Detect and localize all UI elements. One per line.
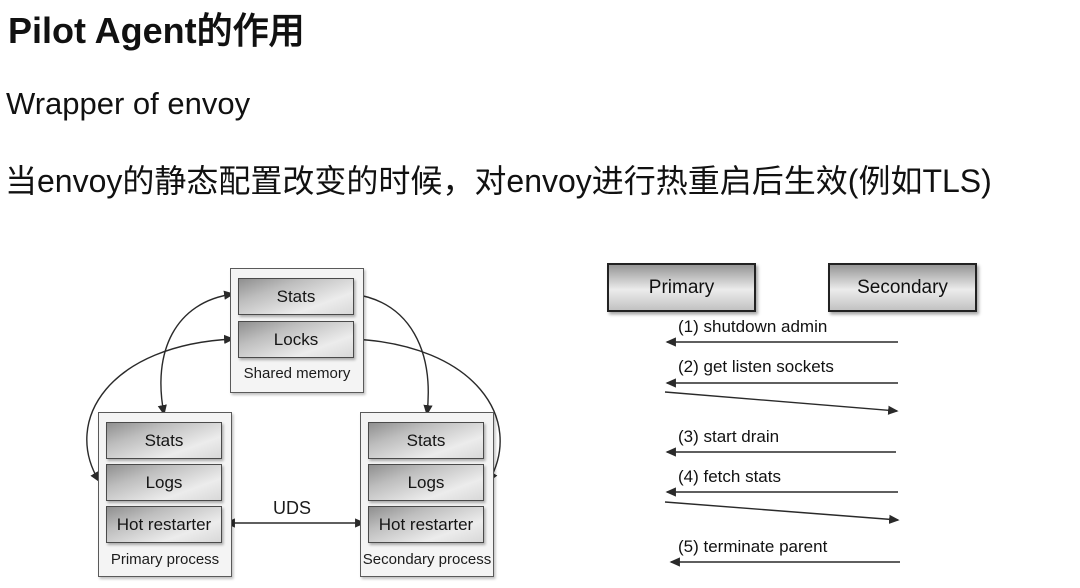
primary-stats-box: Stats xyxy=(106,422,222,459)
uds-label: UDS xyxy=(272,498,311,518)
shared-memory-group-label: Shared memory xyxy=(243,365,351,382)
seq-actor-primary-label: Primary xyxy=(648,276,715,298)
primary-logs-label: Logs xyxy=(145,472,183,492)
seq-msg-5-label: (5) terminate parent xyxy=(678,537,828,556)
primary-stats-label: Stats xyxy=(144,430,184,450)
link-secondary-stats-to-shared-stats xyxy=(351,290,433,416)
slide-title: Pilot Agent的作用 xyxy=(8,10,305,51)
seq-actor-secondary-label: Secondary xyxy=(857,276,948,298)
seq-actor-primary: Primary xyxy=(607,263,756,312)
secondary-hot-restarter-box: Hot restarter xyxy=(368,506,484,543)
secondary-logs-label: Logs xyxy=(407,472,445,492)
primary-logs-box: Logs xyxy=(106,464,222,501)
secondary-stats-label: Stats xyxy=(406,430,446,450)
shared-memory-locks-box: Locks xyxy=(238,321,354,358)
body-line-hot-restart-zh: 当envoy的静态配置改变的时候，对envoy进行热重启后生效(例如TLS) xyxy=(5,163,992,199)
secondary-stats-box: Stats xyxy=(368,422,484,459)
seq-actor-secondary: Secondary xyxy=(828,263,977,312)
body-line-wrapper-of-envoy: Wrapper of envoy xyxy=(6,86,251,121)
seq-msg-1-label: (1) shutdown admin xyxy=(678,317,828,336)
shared-memory-stats-box: Stats xyxy=(238,278,354,315)
seq-arrow-2-reply xyxy=(664,391,899,415)
link-primary-stats-to-shared-stats xyxy=(157,290,235,416)
shared-memory-group: Stats Locks Shared memory xyxy=(230,268,364,393)
seq-msg-4-label: (4) fetch stats xyxy=(678,467,781,486)
seq-arrow-4-reply xyxy=(664,501,900,524)
secondary-process-group: Stats Logs Hot restarter Secondary proce… xyxy=(360,412,494,577)
primary-process-group: Stats Logs Hot restarter Primary process xyxy=(98,412,232,577)
secondary-hot-restarter-label: Hot restarter xyxy=(378,514,474,534)
seq-msg-2-label: (2) get listen sockets xyxy=(678,357,834,376)
secondary-process-group-label: Secondary process xyxy=(362,551,492,568)
shared-memory-locks-label: Locks xyxy=(273,329,319,349)
primary-hot-restarter-box: Hot restarter xyxy=(106,506,222,543)
primary-process-group-label: Primary process xyxy=(110,551,220,568)
primary-hot-restarter-label: Hot restarter xyxy=(116,514,212,534)
secondary-logs-box: Logs xyxy=(368,464,484,501)
seq-msg-3-label: (3) start drain xyxy=(678,427,780,446)
shared-memory-stats-label: Stats xyxy=(276,286,316,306)
